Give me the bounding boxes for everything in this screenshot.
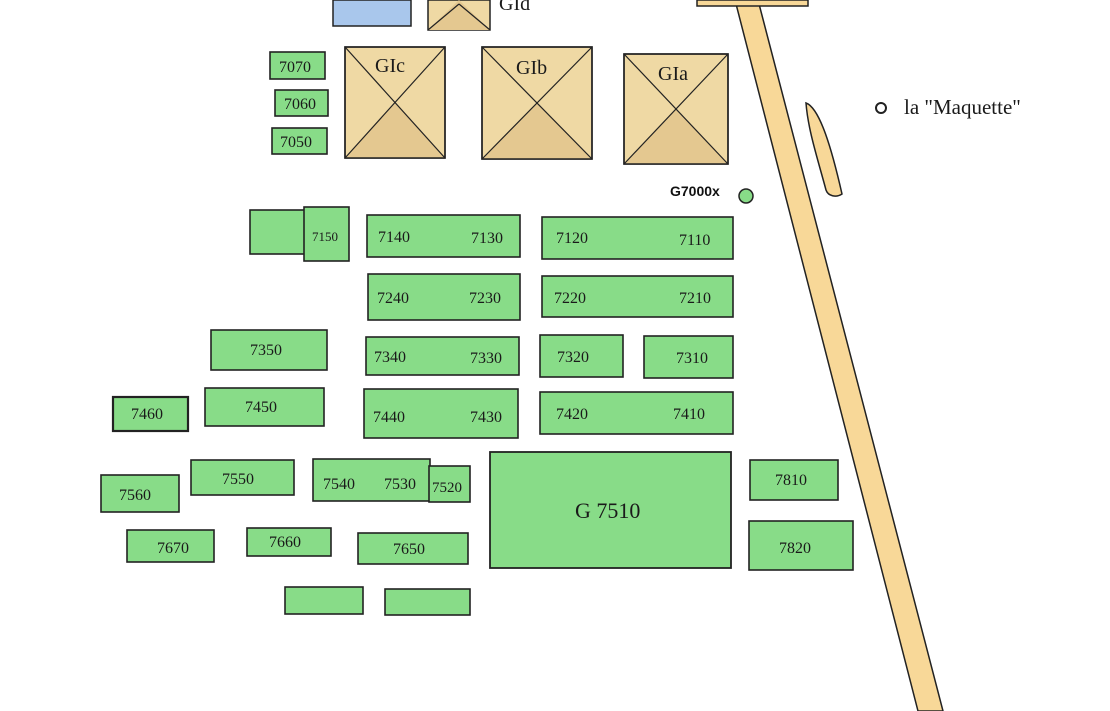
- mastaba-g7510-label: G 7510: [575, 498, 640, 523]
- mastaba-7230-label: 7230: [469, 290, 501, 307]
- mastaba-7070-label: 7070: [279, 59, 311, 76]
- mastaba-7440-7430: 7440 7430: [363, 388, 519, 439]
- mastaba-7560-label: 7560: [119, 487, 151, 504]
- mastaba-7120-7110: 7120 7110: [541, 216, 734, 260]
- mastaba-7330-label: 7330: [470, 350, 502, 367]
- mastaba-7070: 7070: [269, 51, 326, 80]
- boat-pit: [805, 101, 843, 197]
- causeway: [734, 0, 944, 711]
- mastaba-unlabeled-right: [384, 588, 471, 616]
- mastaba-7050-label: 7050: [280, 134, 312, 151]
- pyramid-gib: GIb: [481, 46, 593, 160]
- mastaba-7150-label: 7150: [312, 229, 338, 244]
- mastaba-7540-7530: 7540 7530: [312, 458, 431, 502]
- mastaba-7310: 7310: [643, 335, 734, 379]
- mastaba-7220-7210: 7220 7210: [541, 275, 734, 318]
- mastaba-7430-label: 7430: [470, 409, 502, 426]
- mastaba-7050: 7050: [271, 127, 328, 155]
- mastaba-7220-label: 7220: [554, 290, 586, 307]
- mastaba-7670: 7670: [126, 529, 215, 563]
- mastaba-7450: 7450: [204, 387, 325, 427]
- mastaba-7810-label: 7810: [775, 472, 807, 489]
- mastaba-7450-label: 7450: [245, 399, 277, 416]
- mastaba-unlabeled-left: [284, 586, 364, 615]
- mastaba-7520: 7520: [428, 465, 471, 503]
- mastaba-7440-label: 7440: [373, 409, 405, 426]
- g7000x-label: G7000x: [670, 183, 720, 199]
- mastaba-7460: 7460: [111, 395, 190, 433]
- mastaba-7460-label: 7460: [131, 406, 163, 423]
- mastaba-7420-7410: 7420 7410: [539, 391, 734, 435]
- blue-feature: [332, 0, 412, 27]
- mastaba-7810: 7810: [749, 459, 839, 501]
- mastaba-7340-label: 7340: [374, 349, 406, 366]
- mastaba-7550: 7550: [190, 459, 295, 496]
- mastaba-7350-label: 7350: [250, 342, 282, 359]
- pyramid-gib-label: GIb: [516, 57, 547, 79]
- pyramid-gid: GId: [427, 0, 530, 31]
- pyramid-gia-label: GIa: [658, 63, 688, 85]
- mastaba-7240-7230: 7240 7230: [367, 273, 521, 321]
- mastaba-7550-label: 7550: [222, 471, 254, 488]
- mastaba-7140-7130: 7140 7130: [366, 214, 521, 258]
- mastaba-7520-label: 7520: [432, 480, 462, 496]
- mastaba-7310-label: 7310: [676, 350, 708, 367]
- mastaba-7650: 7650: [357, 532, 469, 565]
- mastaba-7560: 7560: [100, 474, 180, 513]
- mastaba-7660: 7660: [246, 527, 332, 557]
- mastaba-g7510: G 7510: [489, 451, 732, 569]
- mastaba-7060: 7060: [274, 89, 329, 117]
- mastaba-7820-label: 7820: [779, 540, 811, 557]
- causeway-top-block: [696, 0, 809, 7]
- mastaba-7340-7330: 7340 7330: [365, 336, 520, 376]
- mastaba-7320: 7320: [539, 334, 624, 378]
- g7000x-marker: [738, 188, 754, 204]
- pyramid-gic: GIc: [344, 46, 446, 159]
- mastaba-7320-label: 7320: [557, 349, 589, 366]
- mastaba-7670-label: 7670: [157, 540, 189, 557]
- pyramid-gia: GIa: [623, 53, 729, 165]
- mastaba-7650-label: 7650: [393, 541, 425, 558]
- mastaba-7420-label: 7420: [556, 406, 588, 423]
- mastaba-7350: 7350: [210, 329, 328, 371]
- mastaba-7140-label: 7140: [378, 229, 410, 246]
- mastaba-7410-label: 7410: [673, 406, 705, 423]
- mastaba-7660-label: 7660: [269, 534, 301, 551]
- mastaba-7150: 7150: [249, 206, 350, 262]
- mastaba-7120-label: 7120: [556, 230, 588, 247]
- mastaba-7540-label: 7540: [323, 476, 355, 493]
- mastaba-7130-label: 7130: [471, 230, 503, 247]
- mastaba-7820: 7820: [748, 520, 854, 571]
- pyramid-gid-label: GId: [499, 0, 530, 15]
- mastaba-7210-label: 7210: [679, 290, 711, 307]
- mastaba-7060-label: 7060: [284, 96, 316, 113]
- maquette-label: la "Maquette": [904, 95, 1021, 119]
- mastaba-7240-label: 7240: [377, 290, 409, 307]
- pyramid-gic-label: GIc: [375, 55, 405, 77]
- mastaba-7530-label: 7530: [384, 476, 416, 493]
- maquette-marker: [875, 102, 887, 114]
- mastaba-7110-label: 7110: [679, 232, 710, 249]
